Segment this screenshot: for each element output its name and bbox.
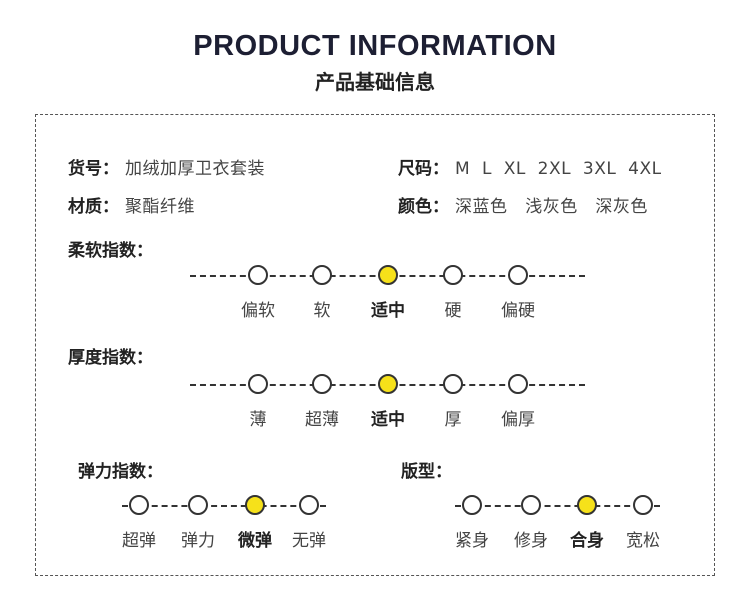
- softness-option-dot: [378, 265, 398, 285]
- separator: ：: [102, 197, 119, 217]
- item-no-value: 加绒加厚卫衣套装: [125, 159, 265, 179]
- elasticity-option-dot: [188, 495, 208, 515]
- separator: ：: [432, 159, 449, 179]
- fit-scale: 紧身 修身 合身 宽松: [375, 492, 750, 562]
- page-subtitle: 产品基础信息: [315, 70, 435, 94]
- softness-title: 柔软指数：: [68, 241, 153, 261]
- page-title: PRODUCT INFORMATION: [193, 30, 557, 62]
- item-no-label: 货号: [68, 159, 102, 179]
- elasticity-option-dot: [245, 495, 265, 515]
- thickness-option-label: 薄: [249, 410, 267, 430]
- softness-option-label: 适中: [371, 301, 405, 321]
- elasticity-title: 弹力指数：: [78, 462, 163, 482]
- thickness-option-label: 适中: [371, 410, 405, 430]
- thickness-option-dot: [378, 374, 398, 394]
- elasticity-option-label: 弹力: [181, 531, 215, 551]
- material-label: 材质: [68, 197, 102, 217]
- size-label: 尺码: [398, 159, 432, 179]
- thickness-option-label: 超薄: [305, 410, 339, 430]
- thickness-scale: 薄 超薄 适中 厚 偏厚: [0, 371, 750, 441]
- softness-option-label: 软: [313, 301, 331, 321]
- material-row: 材质： 聚酯纤维: [68, 192, 195, 217]
- material-value: 聚酯纤维: [125, 197, 195, 217]
- fit-title: 版型：: [401, 462, 452, 482]
- size-value: M L XL 2XL 3XL 4XL: [455, 159, 662, 179]
- fit-option-dot: [521, 495, 541, 515]
- elasticity-option-dot: [299, 495, 319, 515]
- softness-option-label: 偏软: [241, 301, 275, 321]
- separator: ：: [102, 159, 119, 179]
- separator: ：: [432, 197, 449, 217]
- color-value: 深蓝色 浅灰色 深灰色: [455, 197, 648, 217]
- thickness-option-dot: [508, 374, 528, 394]
- elasticity-option-label: 微弹: [238, 531, 272, 551]
- fit-option-dot: [577, 495, 597, 515]
- fit-option-dot: [462, 495, 482, 515]
- elasticity-scale-line: [122, 505, 326, 507]
- fit-option-label: 宽松: [626, 531, 660, 551]
- fit-option-dot: [633, 495, 653, 515]
- thickness-title: 厚度指数：: [68, 348, 153, 368]
- elasticity-option-label: 超弹: [122, 531, 156, 551]
- color-row: 颜色： 深蓝色 浅灰色 深灰色: [398, 192, 648, 217]
- color-label: 颜色: [398, 197, 432, 217]
- softness-option-label: 偏硬: [501, 301, 535, 321]
- thickness-option-dot: [312, 374, 332, 394]
- softness-scale: 偏软 软 适中 硬 偏硬: [0, 262, 750, 332]
- info-panel: [35, 114, 715, 576]
- thickness-option-label: 偏厚: [501, 410, 535, 430]
- softness-option-dot: [248, 265, 268, 285]
- thickness-option-dot: [248, 374, 268, 394]
- fit-option-label: 紧身: [455, 531, 489, 551]
- elasticity-option-label: 无弹: [292, 531, 326, 551]
- softness-option-dot: [443, 265, 463, 285]
- elasticity-option-dot: [129, 495, 149, 515]
- thickness-option-label: 厚: [444, 410, 462, 430]
- elasticity-scale: 超弹 弹力 微弹无弹: [0, 492, 375, 562]
- softness-option-dot: [508, 265, 528, 285]
- softness-option-dot: [312, 265, 332, 285]
- softness-option-label: 硬: [444, 301, 462, 321]
- thickness-option-dot: [443, 374, 463, 394]
- fit-option-label: 合身: [570, 531, 604, 551]
- item-no-row: 货号： 加绒加厚卫衣套装: [68, 154, 265, 179]
- size-row: 尺码： M L XL 2XL 3XL 4XL: [398, 154, 662, 179]
- fit-scale-line: [455, 505, 660, 507]
- fit-option-label: 修身: [514, 531, 548, 551]
